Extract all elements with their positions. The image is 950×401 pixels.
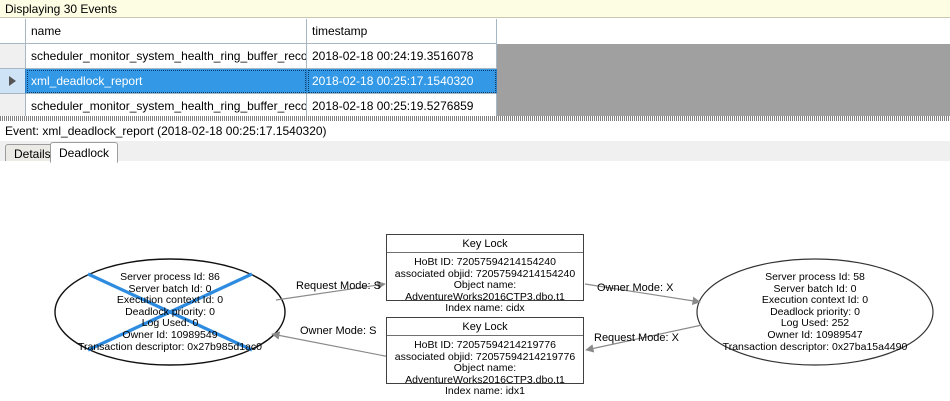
- edge-label-left-owner: Owner Mode: S: [300, 325, 377, 337]
- row-selector-cell[interactable]: [0, 94, 26, 119]
- table-row-selected[interactable]: xml_deadlock_report 2018-02-18 00:25:17.…: [0, 69, 950, 94]
- edge-label-right-request: Request Mode: X: [594, 332, 679, 344]
- deadlock-graph-svg: [54, 258, 934, 366]
- events-grid[interactable]: name timestamp scheduler_monitor_system_…: [0, 19, 950, 121]
- tab-deadlock[interactable]: Deadlock: [50, 142, 119, 163]
- events-banner: Displaying 30 Events: [0, 0, 950, 18]
- edge-right-request-line: [585, 324, 703, 353]
- row-arrow-icon: [9, 76, 16, 86]
- row-selector-cell[interactable]: [0, 44, 26, 69]
- keylock-top-hobt-id: HoBt ID: 72057594214154240: [414, 256, 556, 268]
- tabstrip: Details Deadlock: [0, 141, 950, 163]
- column-header-name[interactable]: name: [26, 19, 307, 44]
- cell-name[interactable]: scheduler_monitor_system_health_ring_buf…: [26, 44, 307, 69]
- edge-label-left-request: Request Mode: S: [296, 280, 381, 292]
- keylock-top-body: HoBt ID: 72057594214154240 associated ob…: [387, 253, 583, 318]
- edge-label-right-owner: Owner Mode: X: [597, 282, 674, 294]
- cell-name[interactable]: scheduler_monitor_system_health_ring_buf…: [26, 94, 307, 119]
- keylock-top-associated-objid: associated objid: 72057594214154240: [394, 267, 576, 280]
- cell-timestamp[interactable]: 2018-02-18 00:24:19.3516078: [307, 44, 497, 69]
- keylock-bottom-object-name: Object name: AdventureWorks2016CTP3.dbo.…: [405, 362, 565, 386]
- deadlock-graph-canvas[interactable]: Server process Id: 86 Server batch Id: 0…: [0, 161, 950, 401]
- resource-node-keylock-bottom[interactable]: Key Lock HoBt ID: 72057594214219776 asso…: [386, 317, 584, 397]
- row-selector-cell[interactable]: [0, 69, 26, 94]
- resource-node-keylock-top[interactable]: Key Lock HoBt ID: 72057594214154240 asso…: [386, 234, 584, 314]
- edge-left-request-line: [275, 280, 386, 301]
- keylock-top-title: Key Lock: [387, 235, 583, 253]
- keylock-top-index-name: Index name: cidx: [445, 302, 525, 315]
- keylock-bottom-hobt-id: HoBt ID: 72057594214219776: [414, 339, 556, 351]
- cell-timestamp[interactable]: 2018-02-18 00:25:17.1540320: [307, 69, 497, 94]
- table-row[interactable]: scheduler_monitor_system_health_ring_buf…: [0, 44, 950, 69]
- keylock-bottom-title: Key Lock: [387, 318, 583, 336]
- cell-name[interactable]: xml_deadlock_report: [26, 69, 307, 94]
- keylock-bottom-body: HoBt ID: 72057594214219776 associated ob…: [387, 336, 583, 401]
- keylock-top-object-name: Object name: AdventureWorks2016CTP3.dbo.…: [405, 279, 565, 303]
- column-header-selector: [0, 19, 26, 44]
- event-caption-bar: Event: xml_deadlock_report (2018-02-18 0…: [0, 122, 950, 140]
- event-caption-label: Event: xml_deadlock_report (2018-02-18 0…: [5, 124, 327, 138]
- keylock-bottom-associated-objid: associated objid: 72057594214219776: [394, 350, 576, 363]
- events-count-label: Displaying 30 Events: [5, 1, 118, 16]
- edge-right-owner-line: [584, 283, 701, 305]
- grid-splitter[interactable]: [0, 116, 950, 121]
- column-header-timestamp[interactable]: timestamp: [307, 19, 497, 44]
- events-grid-header: name timestamp: [0, 19, 950, 44]
- keylock-bottom-index-name: Index name: idx1: [445, 385, 525, 398]
- process-node-right-outline[interactable]: [696, 258, 934, 366]
- victim-cross-marker: [87, 272, 253, 352]
- edge-left-owner-line: [271, 331, 391, 358]
